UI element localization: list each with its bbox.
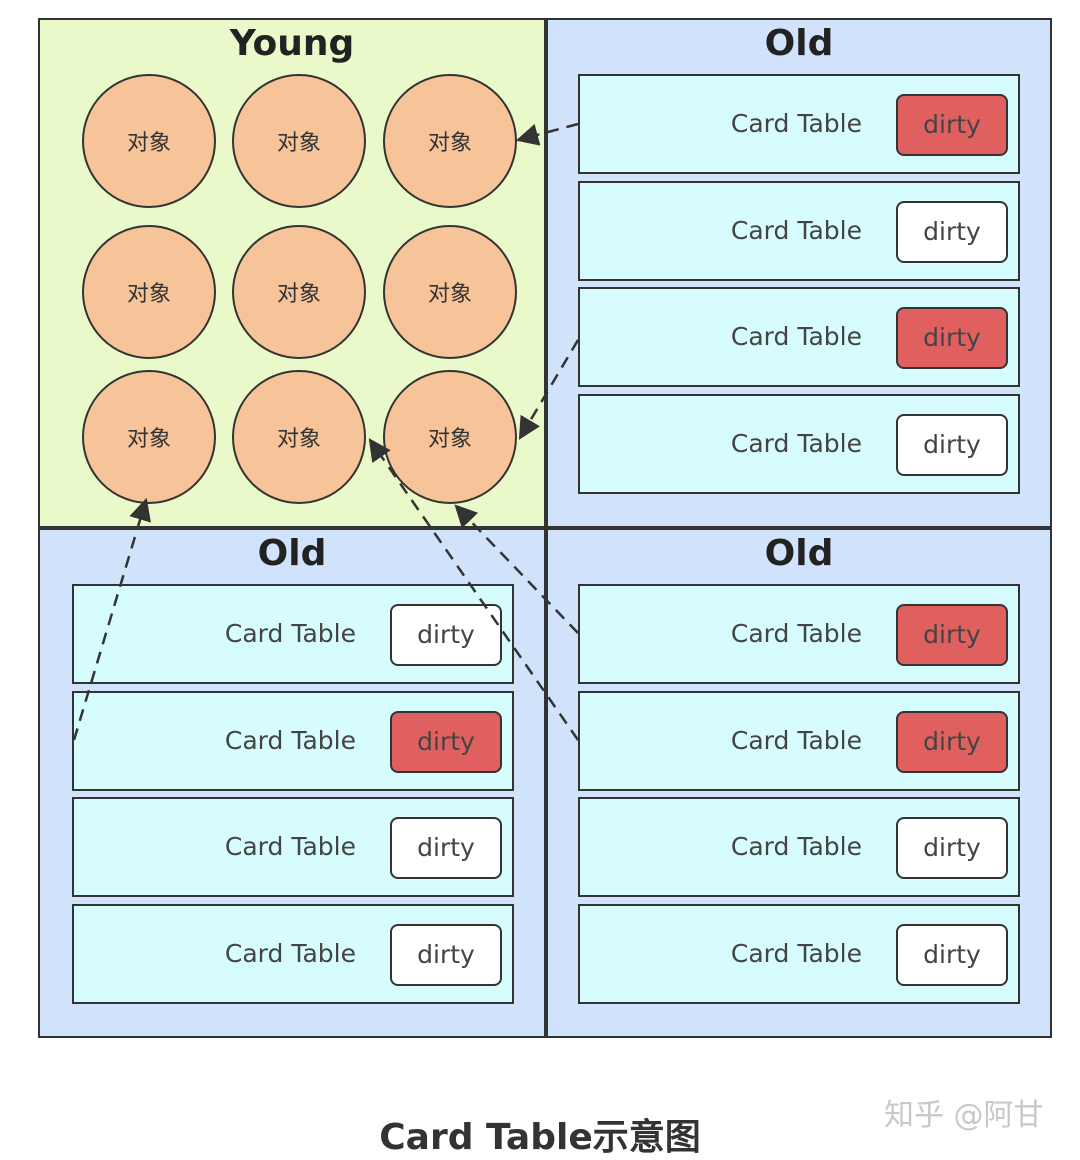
object-node: 对象 <box>82 74 216 208</box>
card-table-label: Card Table <box>730 726 862 755</box>
old-region-title: Old <box>257 533 327 574</box>
old-region-bottom-left: Old Card Table dirty Card Table dirty Ca… <box>38 528 546 1038</box>
dirty-flag: dirty <box>896 604 1008 666</box>
card-table-row: Card Table dirty <box>72 904 514 1004</box>
old-region-bottom-right: Old Card Table dirty Card Table dirty Ca… <box>546 528 1052 1038</box>
old-region-title: Old <box>764 533 834 574</box>
card-table-row: Card Table dirty <box>72 797 514 897</box>
card-table-row: Card Table dirty <box>578 904 1020 1004</box>
card-table-label: Card Table <box>730 619 862 648</box>
card-table-label: Card Table <box>730 939 862 968</box>
card-table-label: Card Table <box>224 832 356 861</box>
young-region: Young 对象 对象 对象 对象 对象 对象 对象 对象 对象 <box>38 18 546 528</box>
dirty-flag: dirty <box>896 414 1008 476</box>
dirty-flag: dirty <box>896 924 1008 986</box>
card-table-label: Card Table <box>224 939 356 968</box>
object-node: 对象 <box>232 370 366 504</box>
card-table-label: Card Table <box>730 109 862 138</box>
object-node: 对象 <box>383 370 517 504</box>
object-node: 对象 <box>383 74 517 208</box>
dirty-flag: dirty <box>390 604 502 666</box>
dirty-flag: dirty <box>390 711 502 773</box>
object-node: 对象 <box>82 370 216 504</box>
card-table-row: Card Table dirty <box>578 691 1020 791</box>
card-table-row: Card Table dirty <box>578 287 1020 387</box>
old-region-title: Old <box>764 23 834 64</box>
card-table-label: Card Table <box>224 726 356 755</box>
object-node: 对象 <box>383 225 517 359</box>
card-table-row: Card Table dirty <box>72 584 514 684</box>
card-table-label: Card Table <box>730 429 862 458</box>
card-table-label: Card Table <box>730 216 862 245</box>
card-table-label: Card Table <box>730 832 862 861</box>
object-node: 对象 <box>82 225 216 359</box>
card-table-row: Card Table dirty <box>578 74 1020 174</box>
old-region-top-right: Old Card Table dirty Card Table dirty Ca… <box>546 18 1052 528</box>
dirty-flag: dirty <box>896 817 1008 879</box>
card-table-label: Card Table <box>224 619 356 648</box>
card-table-row: Card Table dirty <box>72 691 514 791</box>
card-table-row: Card Table dirty <box>578 181 1020 281</box>
dirty-flag: dirty <box>390 924 502 986</box>
card-table-row: Card Table dirty <box>578 584 1020 684</box>
card-table-row: Card Table dirty <box>578 797 1020 897</box>
watermark: 知乎 @阿甘 <box>884 1098 1044 1133</box>
object-node: 对象 <box>232 74 366 208</box>
dirty-flag: dirty <box>896 94 1008 156</box>
diagram-caption: Card Table示意图 <box>379 1117 701 1158</box>
dirty-flag: dirty <box>896 711 1008 773</box>
card-table-row: Card Table dirty <box>578 394 1020 494</box>
young-region-title: Young <box>229 23 355 64</box>
dirty-flag: dirty <box>896 201 1008 263</box>
card-table-label: Card Table <box>730 322 862 351</box>
dirty-flag: dirty <box>896 307 1008 369</box>
dirty-flag: dirty <box>390 817 502 879</box>
object-node: 对象 <box>232 225 366 359</box>
